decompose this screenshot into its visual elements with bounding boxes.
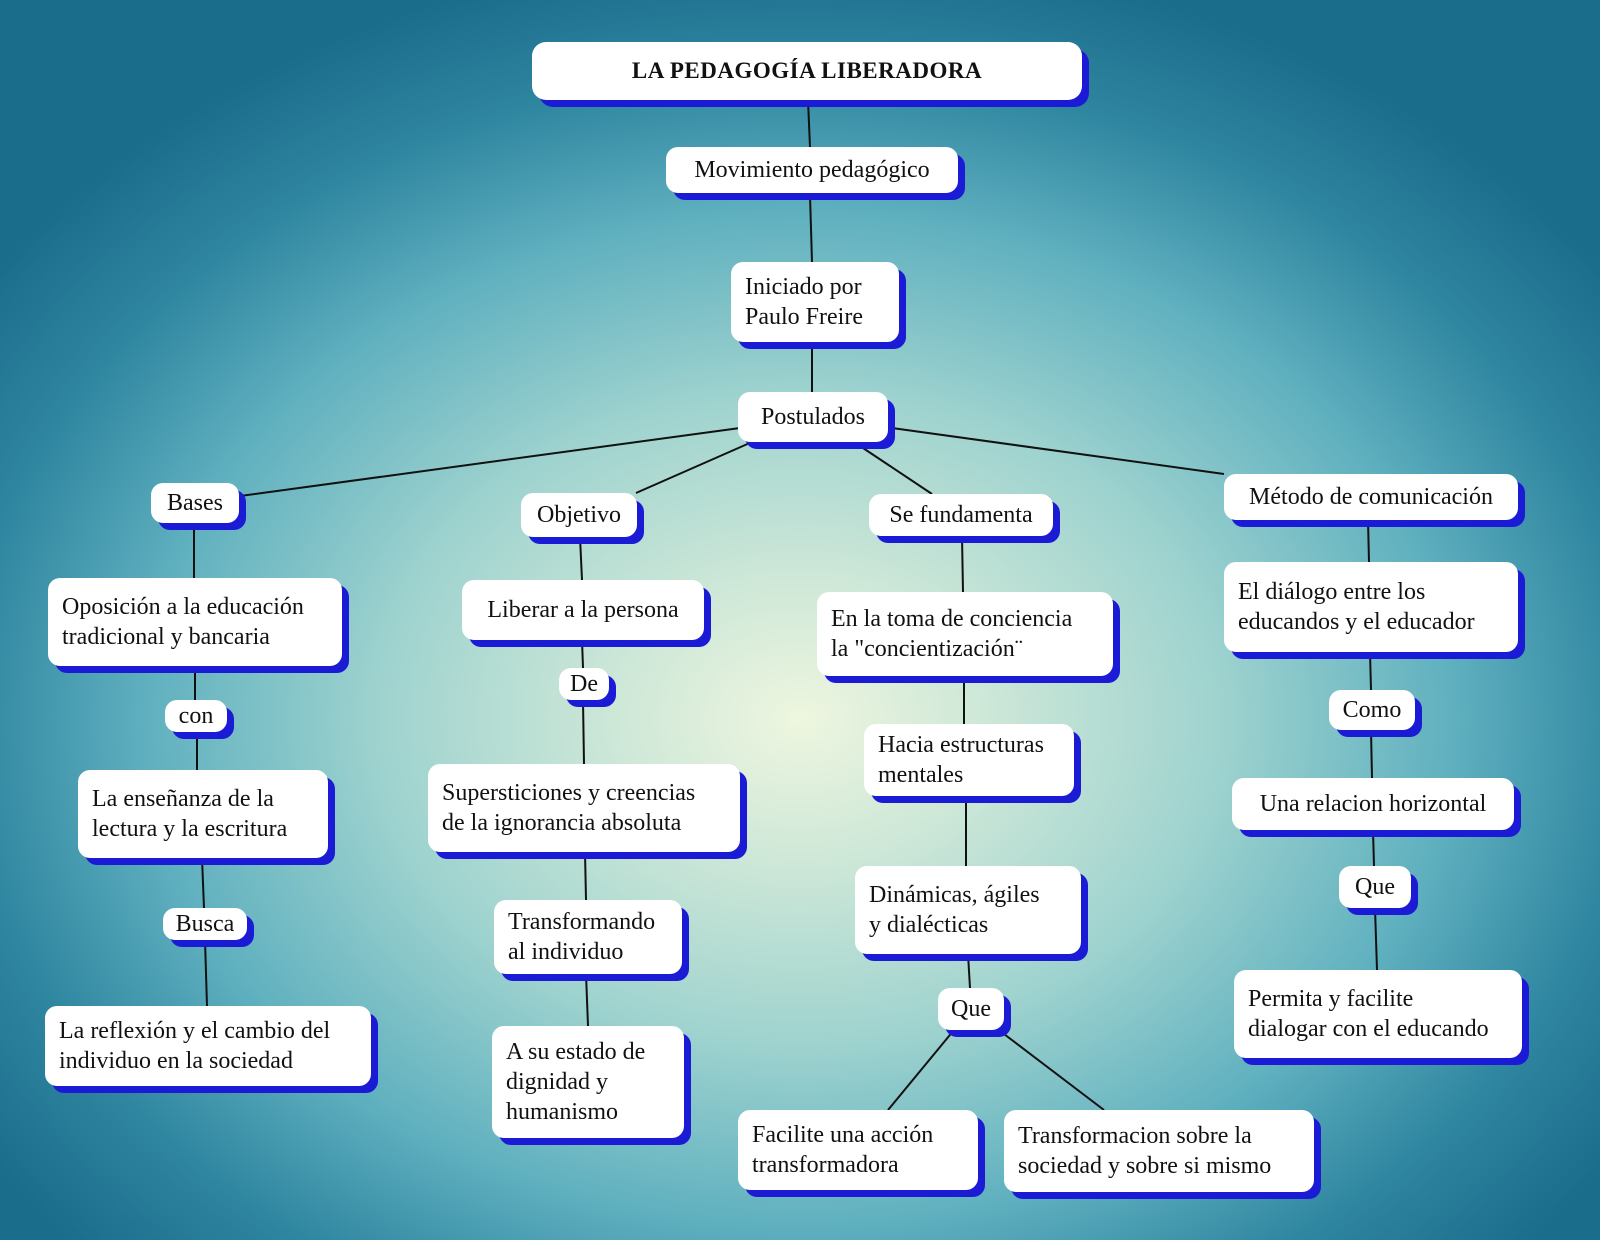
node-ensenanza-text: La enseñanza de la lectura y la escritur… (92, 786, 288, 842)
node-toma: En la toma de conciencia la "concientiza… (817, 592, 1113, 676)
node-objetivo-text: Objetivo (537, 502, 621, 528)
node-oposicion: Oposición a la educación tradicional y b… (48, 578, 342, 666)
node-movimiento: Movimiento pedagógico (666, 147, 958, 193)
node-bases-text: Bases (167, 490, 223, 516)
node-hacia-text: Hacia estructuras mentales (878, 732, 1044, 788)
node-reflexion-text: La reflexión y el cambio del individuo e… (59, 1018, 331, 1074)
node-oposicion-text: Oposición a la educación tradicional y b… (62, 594, 304, 650)
node-dinamicas: Dinámicas, ágiles y dialécticas (855, 866, 1081, 954)
node-objetivo: Objetivo (521, 493, 637, 537)
connector (1003, 1033, 1105, 1111)
node-dialogo: El diálogo entre los educandos y el educ… (1224, 562, 1518, 652)
node-transformando: Transformando al individuo (494, 900, 682, 974)
node-movimiento-text: Movimiento pedagógico (694, 157, 930, 183)
node-hacia: Hacia estructuras mentales (864, 724, 1074, 796)
node-que-center-text: Que (951, 996, 991, 1022)
node-fundamenta: Se fundamenta (869, 494, 1053, 536)
diagram-title: LA PEDAGOGÍA LIBERADORA (532, 42, 1082, 100)
node-iniciado: Iniciado por Paulo Freire (731, 262, 899, 342)
node-reflexion: La reflexión y el cambio del individuo e… (45, 1006, 371, 1086)
node-relacion-text: Una relacion horizontal (1259, 791, 1487, 817)
node-que-right: Que (1339, 866, 1411, 908)
node-facilite: Facilite una acción transformadora (738, 1110, 978, 1190)
node-de: De (559, 668, 609, 700)
connector (1369, 651, 1372, 691)
connector (807, 99, 811, 148)
connector (585, 973, 589, 1027)
connector (1372, 829, 1375, 867)
node-supersticiones-text: Supersticiones y creencias de la ignoran… (442, 780, 696, 836)
connector (239, 427, 741, 497)
connector (1374, 907, 1378, 971)
node-permita: Permita y facilite dialogar con el educa… (1234, 970, 1522, 1058)
connector (581, 639, 584, 669)
node-dialogo-text: El diálogo entre los educandos y el educ… (1238, 579, 1475, 635)
connector (579, 536, 583, 581)
node-supersticiones: Supersticiones y creencias de la ignoran… (428, 764, 740, 852)
node-toma-text: En la toma de conciencia la "concientiza… (831, 606, 1073, 662)
node-estado: A su estado de dignidad y humanismo (492, 1026, 684, 1138)
node-relacion: Una relacion horizontal (1232, 778, 1514, 830)
connector (891, 427, 1225, 475)
node-con: con (165, 700, 227, 732)
node-liberar: Liberar a la persona (462, 580, 704, 640)
node-como: Como (1329, 690, 1415, 730)
connector (201, 857, 205, 909)
node-facilite-text: Facilite una acción transformadora (752, 1122, 934, 1178)
connector (635, 441, 753, 494)
node-ensenanza: La enseñanza de la lectura y la escritur… (78, 770, 328, 858)
connector (204, 939, 208, 1007)
node-busca: Busca (163, 908, 247, 940)
diagram-title-text: LA PEDAGOGÍA LIBERADORA (631, 58, 983, 83)
node-que-right-text: Que (1355, 874, 1395, 900)
node-fundamenta-text: Se fundamenta (889, 502, 1033, 528)
connector (961, 535, 964, 593)
node-que-center: Que (938, 988, 1004, 1030)
node-bases: Bases (151, 483, 239, 523)
connector (582, 699, 585, 765)
connector (1370, 729, 1373, 779)
connector (887, 1029, 955, 1111)
node-transformacion-text: Transformacion sobre la sociedad y sobre… (1018, 1123, 1272, 1179)
node-de-text: De (570, 671, 598, 697)
connector (859, 445, 933, 495)
connector (584, 851, 587, 901)
node-transformando-text: Transformando al individuo (508, 909, 656, 965)
node-iniciado-text: Iniciado por Paulo Freire (745, 274, 863, 330)
connector (1367, 519, 1370, 563)
connector (967, 953, 971, 989)
node-postulados-text: Postulados (760, 404, 865, 430)
node-con-text: con (178, 703, 214, 729)
node-metodo-text: Método de comunicación (1249, 484, 1493, 510)
node-metodo: Método de comunicación (1224, 474, 1518, 520)
node-estado-text: A su estado de dignidad y humanismo (506, 1039, 646, 1125)
node-liberar-text: Liberar a la persona (487, 597, 679, 623)
connector (809, 194, 813, 263)
node-postulados: Postulados (738, 392, 888, 442)
node-transformacion: Transformacion sobre la sociedad y sobre… (1004, 1110, 1314, 1192)
node-permita-text: Permita y facilite dialogar con el educa… (1248, 986, 1489, 1042)
node-busca-text: Busca (175, 911, 235, 937)
node-como-text: Como (1342, 697, 1402, 723)
node-dinamicas-text: Dinámicas, ágiles y dialécticas (869, 882, 1040, 938)
